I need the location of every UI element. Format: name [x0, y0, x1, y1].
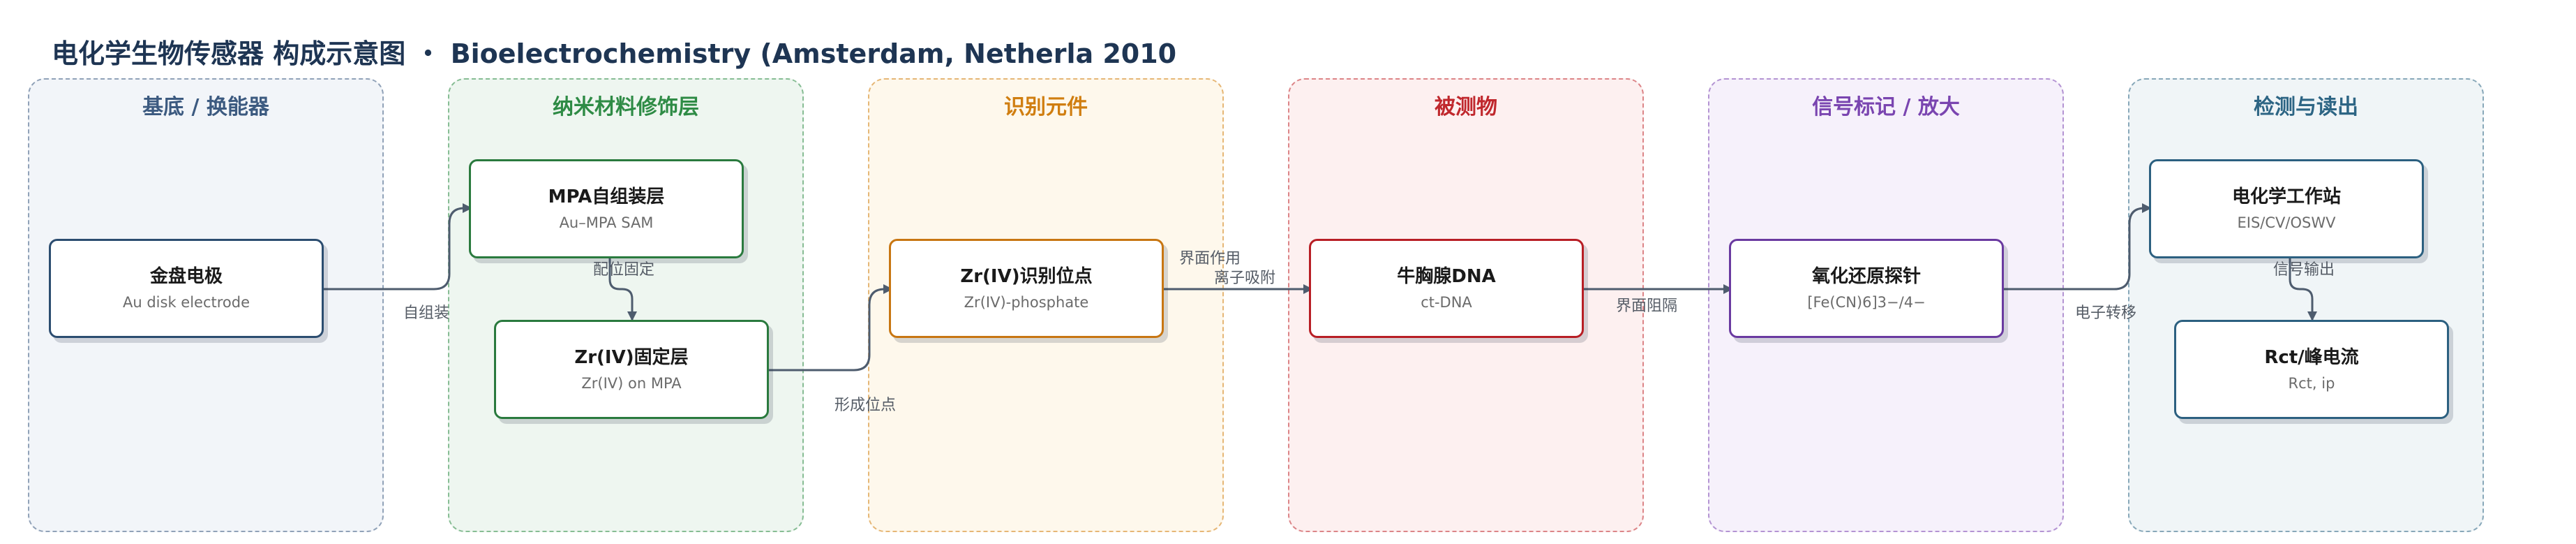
node-readout: Rct/峰电流 Rct, ip [2174, 320, 2449, 419]
edge-label-site-formation: 形成位点 [834, 397, 897, 414]
node-ct-dna: 牛胸腺DNA ct-DNA [1309, 239, 1584, 338]
lane-title: 基底 / 换能器 [142, 95, 269, 119]
node-title: 牛胸腺DNA [1397, 266, 1496, 288]
node-redox-probe: 氧化还原探针 [Fe(CN)6]3−/4− [1729, 239, 2004, 338]
node-title: 电化学工作站 [2231, 186, 2341, 208]
node-mpa-sam: MPA自组装层 Au–MPA SAM [469, 159, 744, 258]
node-workstation: 电化学工作站 EIS/CV/OSWV [2149, 159, 2424, 258]
node-title: Zr(IV)固定层 [574, 347, 689, 369]
lane-detection: 检测与读出 [2128, 78, 2484, 532]
node-zr-site: Zr(IV)识别位点 Zr(IV)-phosphate [889, 239, 1164, 338]
page-title: 电化学生物传感器 构成示意图 ・ Bioelectrochemistry (Am… [52, 38, 1177, 69]
node-title: Rct/峰电流 [2264, 347, 2359, 369]
edge-signal-output [2289, 258, 2317, 321]
lane-title: 纳米材料修饰层 [553, 95, 699, 119]
edge-label-interface-1: 界面作用 [1179, 250, 1241, 267]
lane-title: 被测物 [1435, 95, 1497, 119]
lane-title: 检测与读出 [2254, 95, 2358, 119]
node-title: Zr(IV)识别位点 [960, 266, 1093, 288]
edge-self-assembly [324, 203, 472, 291]
edge-label-coordination: 配位固定 [593, 261, 655, 279]
node-subtitle: Au disk electrode [122, 293, 250, 311]
lane-title: 识别元件 [1004, 95, 1088, 119]
edge-label-interface-block: 界面阻隔 [1616, 297, 1678, 315]
node-subtitle: Zr(IV) on MPA [581, 374, 682, 392]
node-title: MPA自组装层 [548, 186, 665, 208]
node-subtitle: Rct, ip [2288, 374, 2335, 392]
edge-coordination [608, 258, 637, 321]
edge-label-signal-output: 信号输出 [2273, 261, 2335, 279]
node-subtitle: Zr(IV)-phosphate [964, 293, 1089, 311]
edge-site-formation [767, 284, 893, 372]
lane-nanomaterial: 纳米材料修饰层 [448, 78, 804, 532]
lane-title: 信号标记 / 放大 [1812, 95, 1960, 119]
node-zr-layer: Zr(IV)固定层 Zr(IV) on MPA [494, 320, 769, 419]
edge-electron-transfer [2002, 203, 2152, 291]
node-title: 氧化还原探针 [1811, 266, 1921, 288]
node-title: 金盘电极 [149, 266, 223, 288]
node-subtitle: EIS/CV/OSWV [2237, 214, 2336, 231]
node-au-electrode: 金盘电极 Au disk electrode [49, 239, 324, 338]
node-subtitle: ct-DNA [1421, 293, 1472, 311]
edge-label-interface-2: 离子吸附 [1214, 270, 1276, 287]
node-subtitle: Au–MPA SAM [559, 214, 654, 231]
node-subtitle: [Fe(CN)6]3−/4− [1807, 293, 1926, 311]
edge-label-self-assembly: 自组装 [403, 304, 450, 322]
edge-label-electron-transfer: 电子转移 [2075, 304, 2137, 322]
